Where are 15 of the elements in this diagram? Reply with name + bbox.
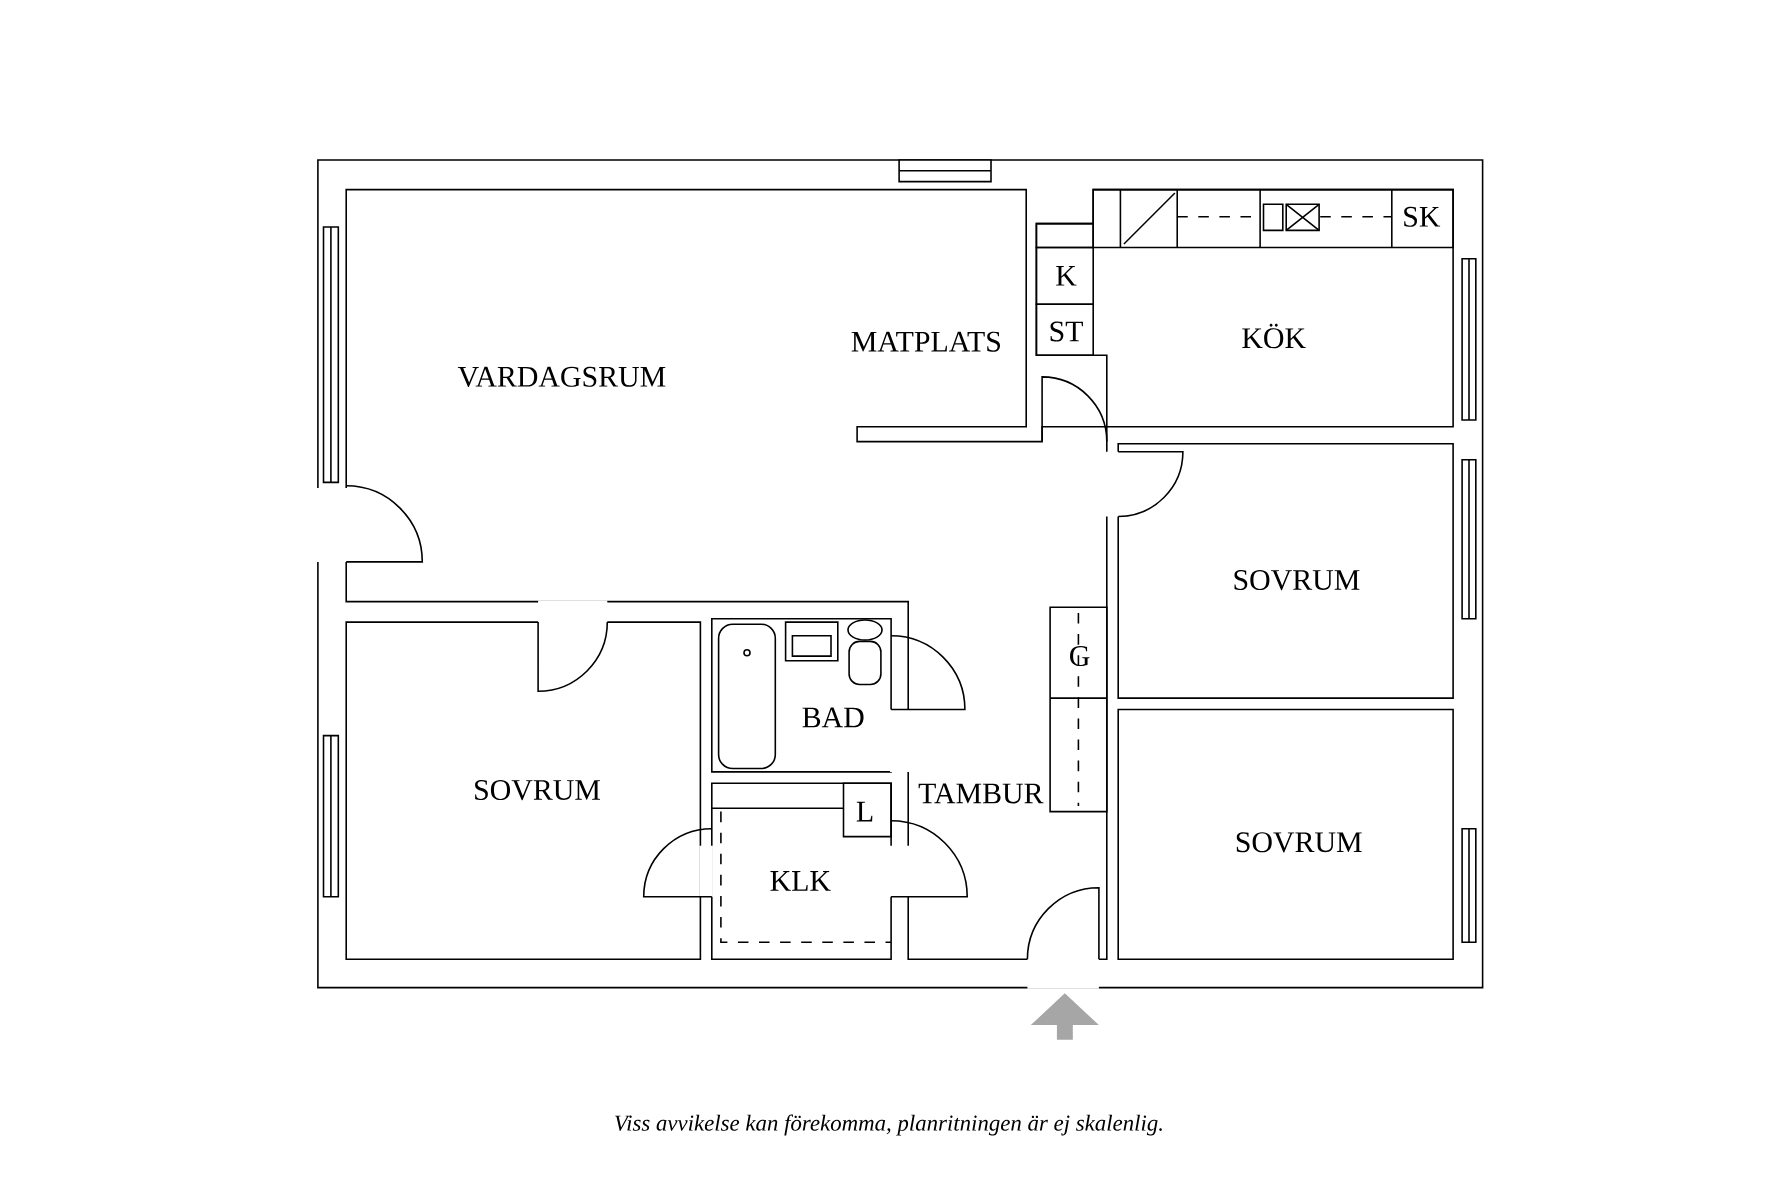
cabinet-label: K [1056,265,1077,286]
room-label: KÖK [1242,323,1306,349]
room-label: MATPLATS [851,331,1000,352]
cabinet-label: G [1070,645,1090,666]
caption: Viss avvikelse kan förekomma, planritningen är ej skalenlig. [615,1114,1162,1136]
cabinet-label: SK [1404,206,1441,227]
cabinet-label: L [856,801,873,822]
room-label: KLK [770,870,831,891]
room-label: TAMBUR [918,783,1044,804]
room-label: SOVRUM [475,779,600,800]
cabinet-label: ST [1050,321,1083,342]
room-label: BAD [802,707,864,728]
room-label: SOVRUM [1236,831,1362,853]
room-label: VARDAGSRUM [457,366,666,387]
room-label: SOVRUM [1234,569,1360,590]
